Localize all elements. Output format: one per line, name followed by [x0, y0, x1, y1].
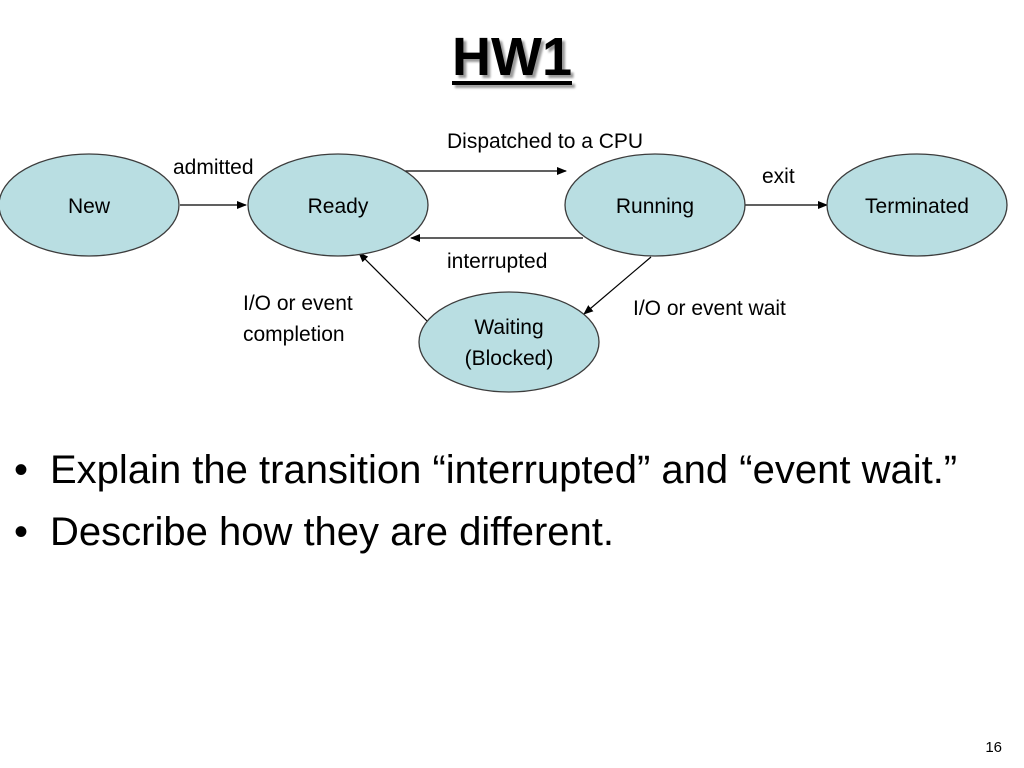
node-terminated-label: Terminated: [865, 195, 969, 218]
edge-label-interrupted: interrupted: [447, 250, 547, 273]
node-waiting-label-line2: (Blocked): [465, 347, 554, 370]
node-waiting: Waiting (Blocked): [418, 291, 600, 393]
node-new: New: [0, 153, 180, 257]
page-number: 16: [985, 739, 1002, 756]
node-running: Running: [564, 153, 746, 257]
node-ready: Ready: [247, 153, 429, 257]
edge-io-wait: [583, 256, 652, 315]
edge-label-io-completion-line2: completion: [243, 323, 345, 346]
edge-label-dispatched: Dispatched to a CPU: [447, 130, 643, 153]
bullet-item: • Explain the transition “interrupted” a…: [14, 446, 1004, 494]
edge-label-admitted: admitted: [173, 156, 254, 179]
bullet-marker: •: [14, 510, 29, 554]
bullet-list: • Explain the transition “interrupted” a…: [14, 446, 1004, 570]
node-ready-label: Ready: [308, 195, 369, 218]
bullet-text: Describe how they are different.: [50, 510, 615, 554]
process-state-diagram: New Ready Running Terminated Waiting (Bl…: [0, 130, 1008, 393]
node-new-label: New: [68, 195, 111, 218]
edge-label-io-completion-line1: I/O or event: [243, 292, 353, 315]
slide-title: HW1: [452, 27, 572, 87]
node-running-label: Running: [616, 195, 694, 218]
node-waiting-label-line1: Waiting: [474, 316, 543, 339]
edge-label-io-wait: I/O or event wait: [633, 297, 786, 320]
edge-io-completion: [358, 252, 430, 324]
bullet-text: Explain the transition “interrupted” and…: [50, 448, 958, 492]
bullet-item: • Describe how they are different.: [14, 508, 1004, 556]
node-terminated: Terminated: [826, 153, 1008, 257]
edge-label-exit: exit: [762, 165, 795, 188]
bullet-marker: •: [14, 448, 29, 492]
